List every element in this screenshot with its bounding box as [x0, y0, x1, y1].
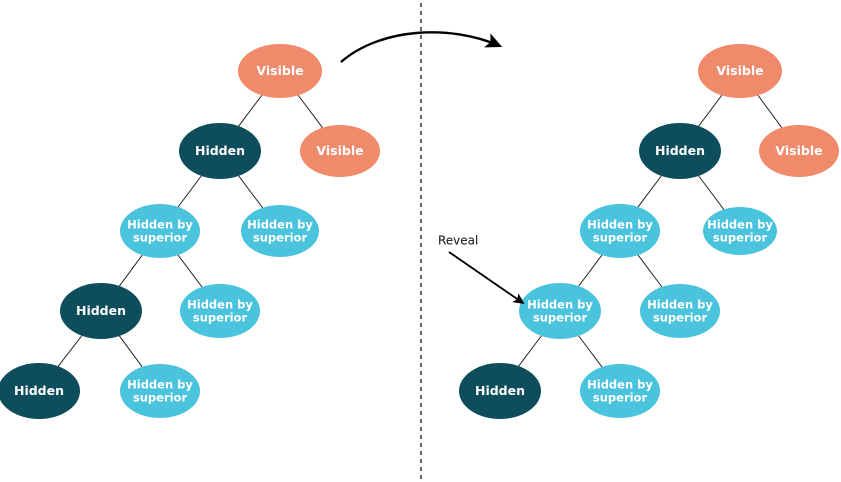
node-label: Hidden — [475, 383, 525, 398]
node-ellipse — [179, 123, 261, 179]
node-ellipse — [640, 284, 720, 338]
node-label: Hidden — [655, 143, 705, 158]
tree-node-visible[interactable]: Visible — [238, 44, 322, 98]
node-ellipse — [0, 363, 80, 419]
node-ellipse — [180, 284, 260, 338]
node-ellipse — [519, 283, 601, 339]
tree-node-hidden[interactable]: Hidden — [639, 123, 721, 179]
transform-arrow — [340, 31, 503, 63]
tree-node-visible[interactable]: Visible — [300, 125, 380, 177]
node-ellipse — [300, 125, 380, 177]
node-label: Visible — [316, 143, 363, 158]
node-ellipse — [639, 123, 721, 179]
node-ellipse — [459, 363, 541, 419]
tree-node-hidden[interactable]: Hidden — [60, 283, 142, 339]
node-label: Hidden — [14, 383, 64, 398]
node-label: Visible — [716, 63, 763, 78]
node-label: Visible — [256, 63, 303, 78]
tree-node-hidden[interactable]: Hidden — [179, 123, 261, 179]
node-label: Hidden — [76, 303, 126, 318]
node-ellipse — [241, 205, 319, 257]
node-ellipse — [580, 204, 660, 258]
node-ellipse — [759, 125, 839, 177]
node-label: Visible — [775, 143, 822, 158]
node-ellipse — [698, 44, 782, 98]
node-ellipse — [703, 207, 777, 255]
tree-node-visible[interactable]: Visible — [698, 44, 782, 98]
node-label: Hidden — [195, 143, 245, 158]
node-ellipse — [238, 44, 322, 98]
reveal-arrow — [448, 251, 525, 305]
tree-node-hidden[interactable]: Hidden — [459, 363, 541, 419]
tree-node-hidden[interactable]: Hidden — [0, 363, 80, 419]
reveal-label: Reveal — [438, 234, 478, 248]
node-ellipse — [120, 204, 200, 258]
node-ellipse — [120, 364, 200, 418]
tree-node-visible[interactable]: Visible — [759, 125, 839, 177]
node-ellipse — [60, 283, 142, 339]
node-ellipse — [580, 364, 660, 418]
